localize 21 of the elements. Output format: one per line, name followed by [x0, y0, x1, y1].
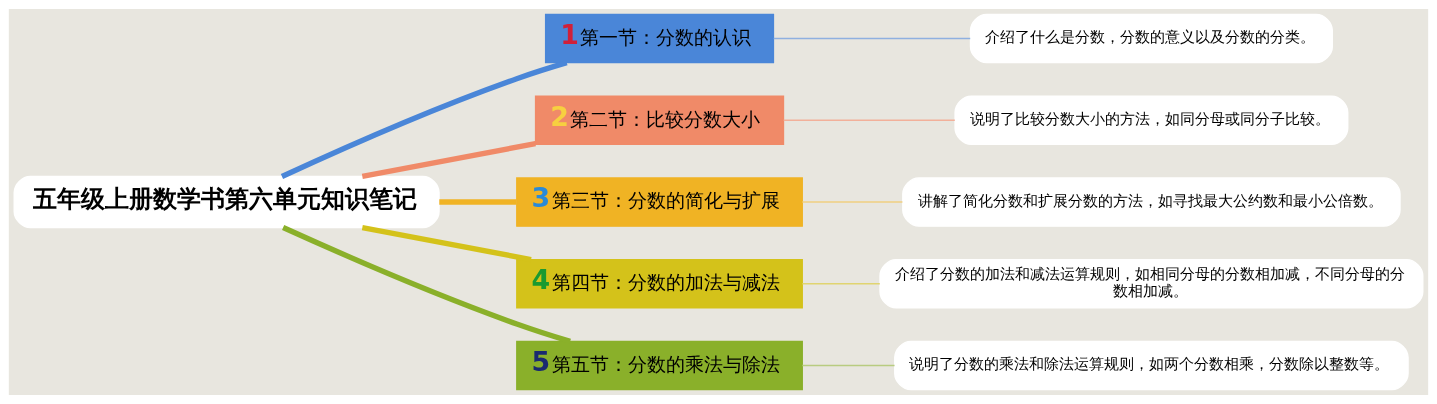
- node-box: 介绍了什么是分数，分数的意义以及分数的分类。: [969, 13, 1333, 64]
- connector: [773, 37, 971, 40]
- node-box: 1 第一节：分数的认识: [544, 13, 775, 64]
- node-box: 说明了比较分数大小的方法，如同分母或同分子比较。: [954, 95, 1349, 146]
- node-box: 五年级上册数学书第六单元知识笔记: [13, 175, 440, 229]
- node-box: 4 第四节：分数的加法与减法: [516, 258, 803, 309]
- connector: [361, 140, 536, 180]
- node-box: 介绍了分数的加法和减法运算规则，如相同分母的分数相加减，不同分母的分数相加减。: [879, 258, 1424, 309]
- connector: [280, 60, 568, 179]
- connector: [783, 119, 956, 121]
- connector: [282, 225, 571, 344]
- connector: [361, 224, 532, 263]
- node-box: 2 第二节：比较分数大小: [534, 95, 785, 146]
- node-box: 讲解了简化分数和扩展分数的方法，如寻找最大公约数和最小公倍数。: [902, 177, 1401, 227]
- connector: [439, 199, 517, 205]
- connector: [801, 364, 896, 367]
- connector: [801, 201, 904, 203]
- node-box: 5 第五节：分数的乘法与除法: [516, 340, 803, 391]
- connector: [801, 283, 881, 285]
- node-box: 3 第三节：分数的简化与扩展: [516, 177, 803, 227]
- node-box: 说明了分数的乘法和除法运算规则，如两个分数相乘，分数除以整数等。: [894, 340, 1409, 391]
